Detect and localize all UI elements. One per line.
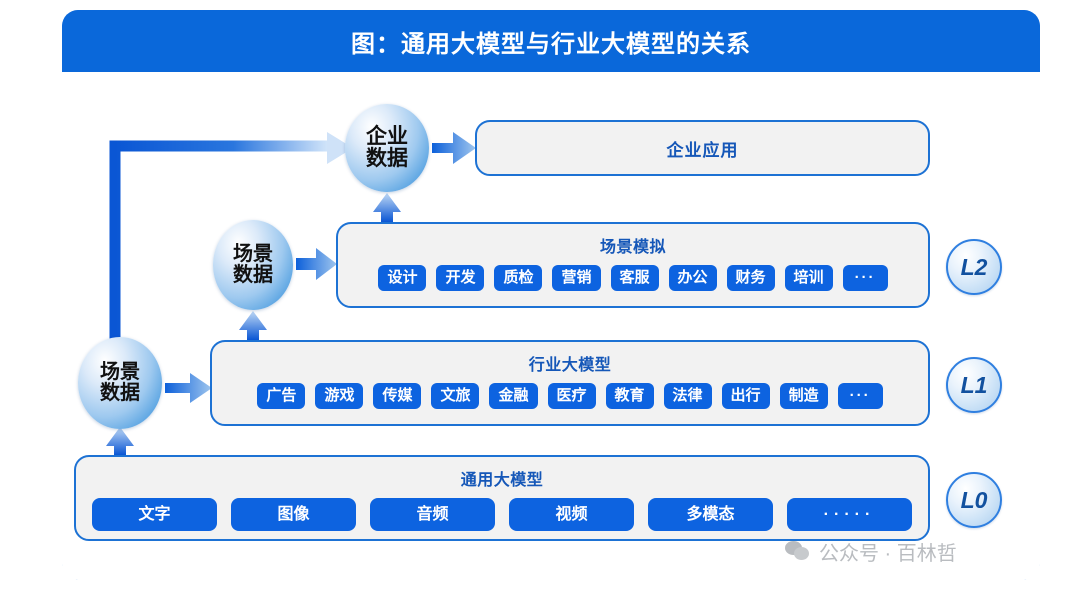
diagram-header: 图：通用大模型与行业大模型的关系 xyxy=(62,10,1040,72)
tag-item[interactable]: 教育 xyxy=(605,383,654,409)
level-badge-l2: L2 xyxy=(946,239,1002,295)
node-scene-data-lower-line1: 场景 xyxy=(100,361,140,383)
layer-box-l1[interactable]: 行业大模型 广告游戏传媒文旅金融医疗教育法律出行制造 ··· xyxy=(210,340,930,426)
node-enterprise-data[interactable]: 企业 数据 xyxy=(345,104,429,192)
page-title: 图：通用大模型与行业大模型的关系 xyxy=(351,30,751,58)
tag-row-l2: 设计开发质检营销客服办公财务培训 ··· xyxy=(338,265,928,291)
tag-item[interactable]: 音频 xyxy=(370,498,495,532)
tag-item[interactable]: ··· xyxy=(837,383,883,409)
tag-item[interactable]: 文字 xyxy=(92,498,217,532)
node-scene-data-upper-line2: 数据 xyxy=(233,264,273,286)
tag-item[interactable]: 视频 xyxy=(509,498,634,532)
enterprise-application-label: 企业应用 xyxy=(666,140,739,160)
tag-item[interactable]: ··· xyxy=(842,265,888,291)
level-badge-l1: L1 xyxy=(946,357,1002,413)
watermark: 公众号 · 百林哲 xyxy=(785,537,957,566)
tag-row-l1: 广告游戏传媒文旅金融医疗教育法律出行制造 ··· xyxy=(212,383,928,409)
tag-item[interactable]: 医疗 xyxy=(547,383,596,409)
box-enterprise-application[interactable]: 企业应用 xyxy=(475,120,930,176)
tag-row-l0: 文字图像音频视频多模态 ····· xyxy=(76,498,928,532)
node-scene-data-lower[interactable]: 场景 数据 xyxy=(78,337,162,429)
tag-item[interactable]: 办公 xyxy=(668,265,717,291)
tag-item[interactable]: 文旅 xyxy=(431,383,480,409)
tag-item[interactable]: 客服 xyxy=(610,265,659,291)
layer-title-l0: 通用大模型 xyxy=(460,472,544,489)
tag-item[interactable]: 财务 xyxy=(726,265,775,291)
tag-item[interactable]: 多模态 xyxy=(648,498,773,532)
level-badge-l0: L0 xyxy=(946,472,1002,528)
node-scene-data-upper-line1: 场景 xyxy=(233,243,273,265)
tag-item[interactable]: 制造 xyxy=(779,383,828,409)
tag-item[interactable]: 传媒 xyxy=(373,383,422,409)
tag-item[interactable]: 培训 xyxy=(784,265,833,291)
node-scene-data-upper[interactable]: 场景 数据 xyxy=(213,220,293,310)
node-enterprise-data-line2: 数据 xyxy=(366,147,408,170)
tag-item[interactable]: 金融 xyxy=(489,383,538,409)
node-enterprise-data-line1: 企业 xyxy=(366,124,408,148)
tag-item[interactable]: 出行 xyxy=(721,383,770,409)
node-scene-data-lower-line2: 数据 xyxy=(100,382,140,404)
tag-item[interactable]: 营销 xyxy=(552,265,601,291)
tag-item[interactable]: 游戏 xyxy=(315,383,364,409)
layer-title-l2: 场景模拟 xyxy=(599,239,666,256)
tag-item[interactable]: 设计 xyxy=(378,265,427,291)
tag-item[interactable]: 质检 xyxy=(494,265,543,291)
wechat-icon xyxy=(785,540,811,563)
layer-box-l0[interactable]: 通用大模型 文字图像音频视频多模态 ····· xyxy=(74,455,930,541)
tag-item[interactable]: ····· xyxy=(787,498,912,532)
tag-item[interactable]: 图像 xyxy=(231,498,356,532)
tag-item[interactable]: 广告 xyxy=(257,383,306,409)
layer-box-l2[interactable]: 场景模拟 设计开发质检营销客服办公财务培训 ··· xyxy=(336,222,930,308)
layer-title-l1: 行业大模型 xyxy=(528,357,612,374)
tag-item[interactable]: 法律 xyxy=(663,383,712,409)
tag-item[interactable]: 开发 xyxy=(436,265,485,291)
watermark-text: 公众号 · 百林哲 xyxy=(819,543,957,565)
